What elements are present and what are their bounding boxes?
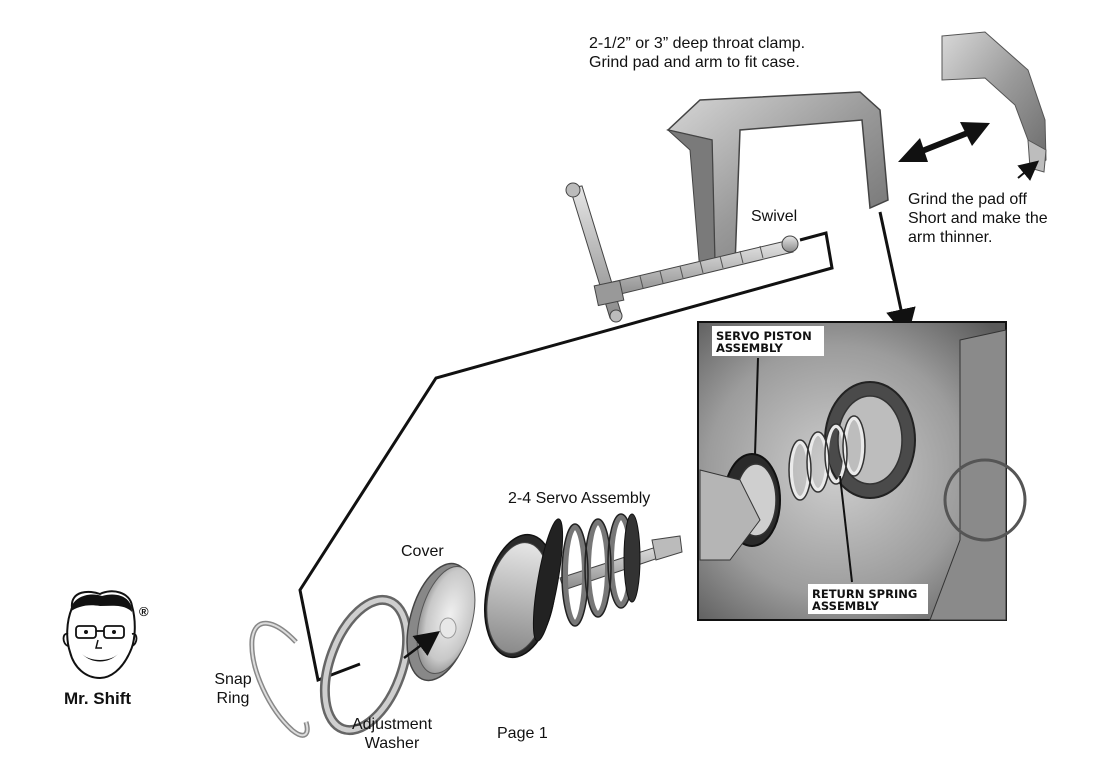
clamp-note-line2: Grind pad and arm to fit case. [589, 54, 800, 71]
transmission-photo [697, 321, 1027, 621]
washer-to-cover-arrow [403, 631, 440, 659]
clamp-note-line1: 2-1/2” or 3” deep throat clamp. [589, 35, 806, 52]
snap-ring-image [249, 620, 310, 738]
grind-note-line2: Short and make the [908, 210, 1048, 227]
adjustment-washer-label: Adjustment Washer [342, 715, 442, 753]
cover-image [406, 562, 476, 682]
adjustment-washer-label-line2: Washer [364, 735, 420, 752]
adjustment-washer-image [319, 594, 413, 736]
grind-pad-arrow [1017, 160, 1040, 181]
mr-shift-name: Mr. Shift [64, 689, 132, 708]
registered-mark: ® [139, 604, 149, 619]
snap-ring-label: Snap Ring [208, 670, 258, 708]
photo-return-spring-label: RETURN SPRING ASSEMBLY [812, 588, 917, 612]
photo-return-spring-line2: ASSEMBLY [812, 599, 879, 613]
grind-note-line1: Grind the pad off [908, 191, 1027, 208]
photo-servo-piston-label: SERVO PISTON ASSEMBLY [716, 330, 812, 354]
cover-label: Cover [401, 543, 444, 560]
double-arrow-icon [898, 122, 990, 162]
photo-servo-piston-line2: ASSEMBLY [716, 341, 783, 355]
snap-ring-label-line2: Ring [216, 690, 250, 707]
grind-note: Grind the pad off Short and make the arm… [908, 190, 1048, 247]
clamp-note: 2-1/2” or 3” deep throat clamp. Grind pa… [589, 34, 805, 72]
swivel-label: Swivel [751, 208, 798, 225]
grind-note-line3: arm thinner. [908, 229, 993, 246]
servo-assembly-image [484, 513, 683, 659]
snap-ring-label-line1: Snap [214, 671, 252, 688]
photo-return-spring-line1: RETURN SPRING [812, 587, 918, 601]
c-clamp-image [565, 91, 889, 323]
page-number: Page 1 [497, 725, 548, 742]
photo-servo-piston-line1: SERVO PISTON [716, 329, 812, 343]
clamp-to-photo-arrow [878, 211, 916, 339]
clamp-arm-detail-image [941, 31, 1047, 173]
adjustment-washer-label-line1: Adjustment [351, 716, 433, 733]
mr-shift-logo [62, 590, 138, 680]
swivel-callout-line [298, 231, 834, 683]
servo-assembly-label: 2-4 Servo Assembly [508, 490, 651, 507]
